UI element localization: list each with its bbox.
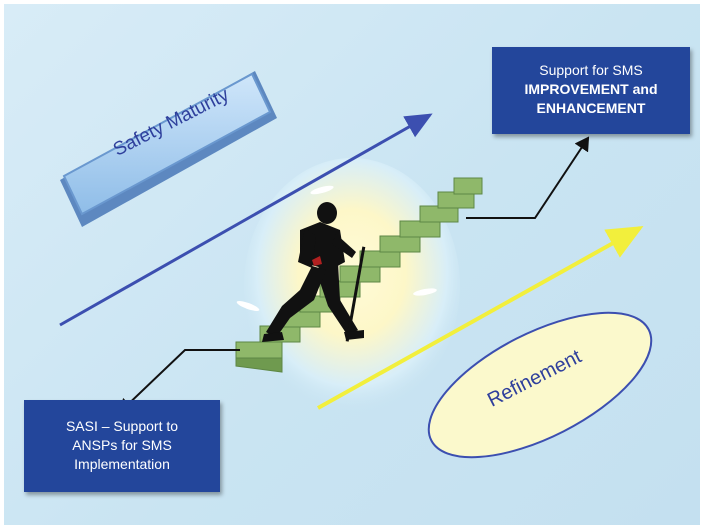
sparkle (310, 185, 334, 195)
top-box-line-2: IMPROVEMENT and (524, 81, 658, 97)
connector-bottom (118, 349, 240, 414)
refinement-ellipse (427, 311, 653, 459)
bottom-box-line-3: Implementation (74, 456, 170, 472)
top-box-line-1: Support for SMS (539, 62, 643, 78)
top-box-line-3: ENHANCEMENT (536, 100, 646, 116)
maturity-arrow (59, 113, 433, 327)
bottom-box-line-2: ANSPs for SMS (72, 437, 172, 453)
refinement-arrow (317, 226, 644, 410)
sms-improvement-box: Support for SMS IMPROVEMENT and ENHANCEM… (492, 47, 690, 134)
bottom-box-line-1: SASI – Support to (65, 418, 179, 434)
sparkle (413, 288, 437, 296)
safety-maturity-plaque (60, 71, 277, 227)
climber-accent (312, 256, 322, 266)
climber-figure-icon (262, 202, 366, 342)
sasi-support-box: SASI – Support to ANSPs for SMS Implemen… (24, 400, 220, 492)
sparkle (236, 301, 260, 311)
connector-top (466, 136, 590, 219)
